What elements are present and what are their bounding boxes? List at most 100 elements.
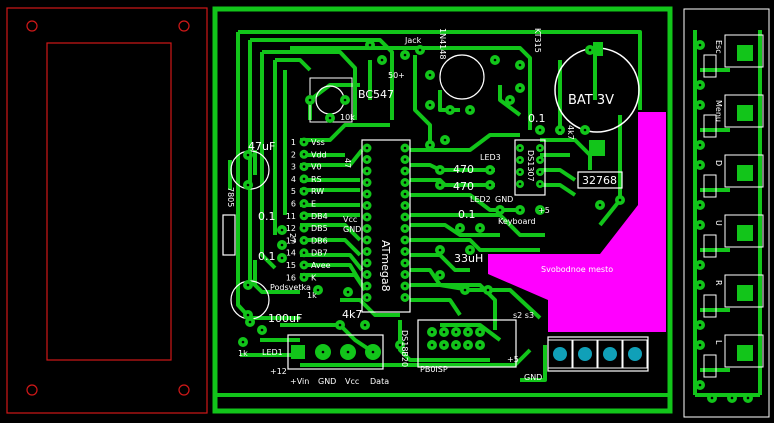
regulator — [222, 214, 236, 256]
pad-hole — [403, 146, 407, 150]
label-gnd-b: GND — [318, 377, 336, 386]
pad-hole — [518, 146, 522, 150]
pad-hole — [371, 350, 375, 354]
pad-hole — [260, 328, 264, 332]
lcd-pin-number: 11 — [286, 212, 296, 221]
keypad-board — [683, 8, 770, 418]
label-gnd-c: GND — [524, 373, 542, 382]
pad-hole — [302, 263, 306, 267]
key-label: D — [714, 160, 723, 166]
pad-hole — [403, 181, 407, 184]
pad-hole — [698, 223, 702, 227]
pad-hole — [403, 227, 407, 230]
lcd-pin-label: Avee — [311, 261, 331, 270]
label-01b: 0.1 — [258, 250, 276, 263]
pad-hole — [365, 181, 369, 184]
pad-hole — [302, 153, 306, 156]
label-gnd-mid: GND — [343, 225, 361, 234]
lcd-pin-number: 13 — [286, 236, 296, 245]
pad-hole — [518, 158, 522, 162]
pad-hole — [365, 296, 369, 299]
pad-hole — [302, 239, 306, 242]
pad-hole — [302, 226, 306, 230]
pad-hole — [280, 243, 284, 247]
pad-hole — [365, 192, 369, 196]
pad-hole — [403, 53, 407, 57]
crystal-body — [577, 171, 623, 189]
label-plus12: +12 — [270, 367, 287, 376]
pad-hole — [468, 108, 472, 112]
pad-hole — [698, 263, 702, 267]
label-4k7-right: 4k7 — [566, 125, 575, 140]
pad-hole — [248, 320, 252, 324]
silkscreen-labels: Jack 1N4148 KT315 BAT 3V 50+ BC547 10k 4… — [226, 28, 617, 386]
pad-hole — [583, 128, 587, 132]
pad-hole — [346, 290, 350, 294]
pad-hole — [442, 343, 446, 347]
free-space-pour — [488, 112, 666, 332]
key-resistor — [703, 234, 717, 258]
pad-hole — [365, 284, 369, 288]
pad-hole — [363, 323, 367, 327]
pad-hole — [365, 273, 369, 276]
pad-hole — [558, 128, 562, 132]
pad-hole — [430, 343, 434, 347]
label-pb0isp: PB0ISP — [420, 365, 448, 374]
label-bat: BAT 3V — [568, 93, 614, 108]
pad-hole — [698, 143, 702, 147]
pad-hole — [493, 58, 497, 62]
label-33uh: 33uH — [454, 252, 483, 265]
pad-hole — [302, 276, 306, 279]
pad-hole — [328, 116, 332, 120]
lcd-pin-number: 15 — [286, 261, 296, 270]
lcd-pin-number: 3 — [291, 163, 296, 172]
pad-hole — [478, 226, 482, 230]
lcd-pin-number: 6 — [291, 200, 296, 209]
label-01-top: 0.1 — [528, 112, 546, 125]
pad-hole — [710, 396, 714, 400]
pad-hole — [468, 248, 472, 252]
label-47uf: 47uF — [248, 140, 275, 153]
pad-hole — [338, 323, 342, 327]
pad-hole — [368, 43, 372, 47]
pad-hole — [454, 330, 458, 334]
pad-hole — [498, 208, 502, 212]
pad-hole — [538, 158, 542, 162]
key-switch-outline — [724, 154, 764, 188]
pad-hole — [302, 202, 306, 205]
square-pad — [737, 105, 753, 121]
pad-hole — [403, 169, 407, 173]
label-470a: 470 — [453, 163, 474, 176]
pad-hole — [588, 48, 592, 52]
label-svobodnoe: Svobodnoe mesto — [541, 265, 613, 274]
pad-hole — [280, 256, 284, 260]
pad-hole — [730, 396, 734, 400]
label-470b: 470 — [453, 180, 474, 193]
lcd-pin-label: DB5 — [311, 224, 328, 233]
pad-hole — [365, 169, 369, 173]
label-01c: 0.1 — [458, 208, 476, 221]
label-vin: +Vin — [290, 377, 309, 386]
pad-hole — [246, 313, 250, 317]
pad-hole — [438, 183, 442, 187]
label-01a: 0.1 — [258, 210, 276, 223]
pad-hole — [403, 204, 407, 207]
pad-hole — [302, 214, 306, 218]
lcd-pin-label: DB4 — [311, 212, 328, 221]
pad-hole — [538, 128, 542, 132]
pad-hole — [380, 58, 384, 62]
pad-hole — [365, 261, 369, 265]
pad-hole — [302, 189, 306, 193]
square-pad — [737, 345, 753, 361]
pad-hole — [538, 146, 542, 150]
key-label: Esc — [714, 40, 723, 54]
cyan-pad — [578, 347, 592, 361]
pad-hole — [746, 396, 750, 400]
pad-hole — [698, 203, 702, 207]
key-switch-outline — [724, 274, 764, 308]
pad-hole — [403, 273, 407, 276]
pad-hole — [518, 208, 522, 212]
lcd-pin-number: 5 — [291, 187, 296, 196]
key-label: R — [714, 280, 723, 286]
